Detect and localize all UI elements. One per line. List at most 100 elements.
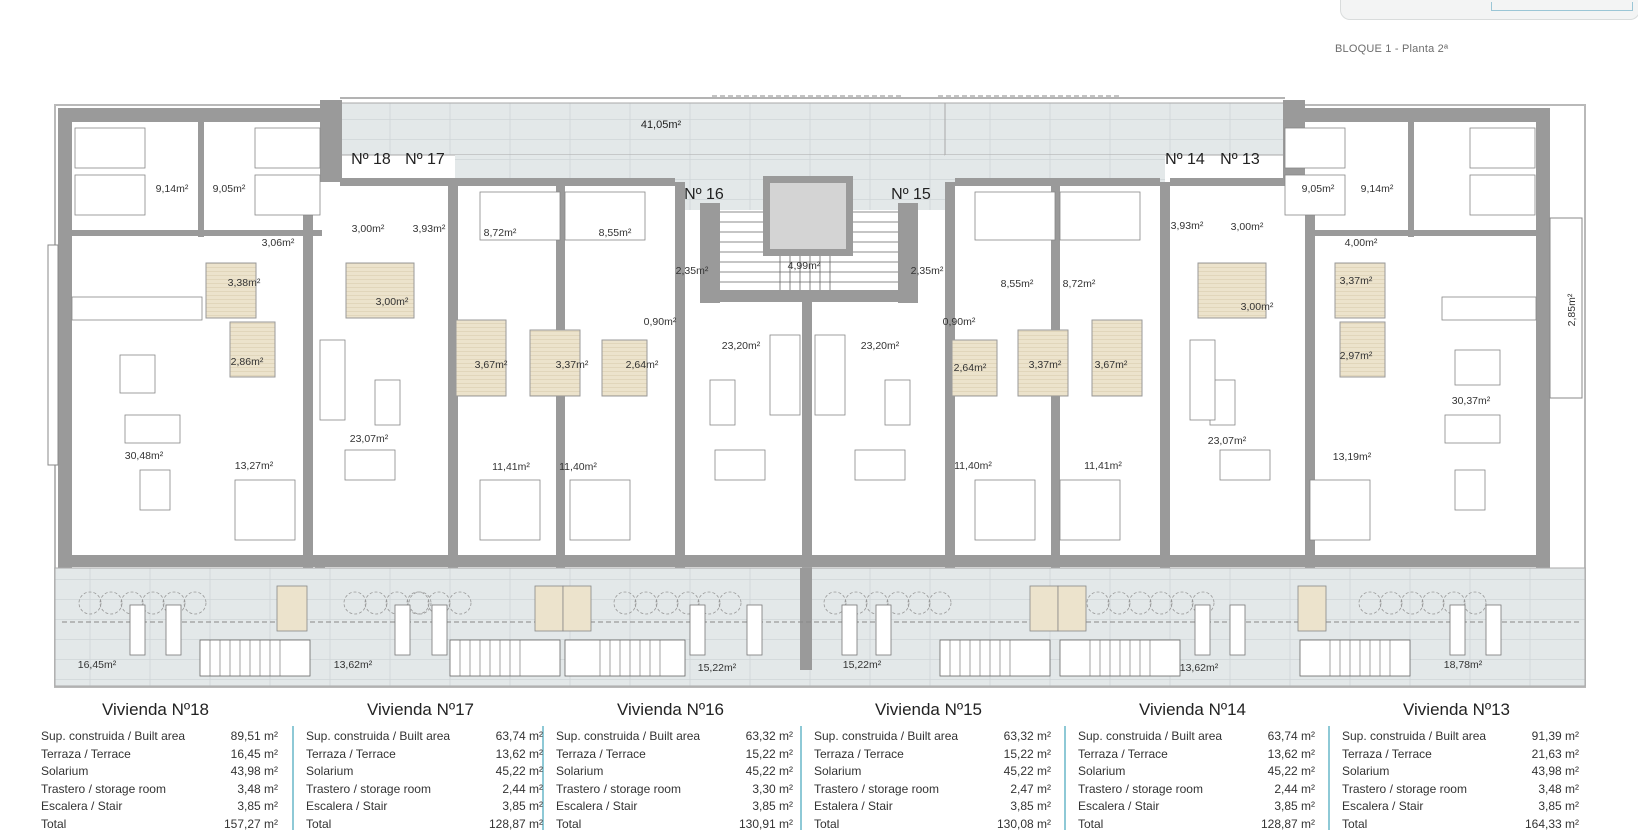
room-area: 3,37m²	[1028, 359, 1062, 371]
room-area: 9,05m²	[1301, 183, 1335, 195]
room-area: 13,27m²	[234, 460, 274, 472]
unit-summary-14: Vivienda Nº14 Sup. construida / Built ar…	[1070, 700, 1315, 833]
key-plan-outline	[1491, 2, 1633, 11]
room-area: 2,85m²	[1566, 293, 1578, 327]
room-area: 2,97m²	[1339, 350, 1373, 362]
column-divider	[542, 726, 544, 830]
room-area: 8,55m²	[1000, 278, 1034, 290]
room-area: 9,05m²	[212, 183, 246, 195]
room-area: 2,35m²	[910, 265, 944, 277]
floor-plan-drawing	[47, 95, 1586, 688]
room-area: 3,00m²	[375, 296, 409, 308]
room-area: 3,00m²	[1230, 221, 1264, 233]
unit-summary-16: Vivienda Nº16 Sup. construida / Built ar…	[548, 700, 793, 833]
room-area: 3,37m²	[555, 359, 589, 371]
entrance-label-13: Nº 13	[1220, 151, 1260, 168]
room-area: 8,72m²	[483, 227, 517, 239]
entrance-label-15: Nº 15	[891, 186, 931, 203]
unit-summary-13: Vivienda Nº13 Sup. construida / Built ar…	[1334, 700, 1579, 833]
room-area: 4,99m²	[787, 260, 821, 272]
room-area: 11,40m²	[559, 461, 597, 473]
unit-summary-18: Vivienda Nº18 Sup. construida / Built ar…	[33, 700, 278, 833]
unit-title: Vivienda Nº16	[616, 700, 725, 719]
room-area: 23,07m²	[349, 433, 389, 445]
room-area: 23,07m²	[1207, 435, 1247, 447]
room-area: 2,35m²	[675, 265, 709, 277]
room-area: 2,86m²	[230, 356, 264, 368]
room-area: 2,64m²	[953, 362, 987, 374]
unit-title: Vivienda Nº17	[366, 700, 475, 719]
column-divider	[292, 726, 294, 830]
room-area: 0,90m²	[643, 316, 677, 328]
upper-terrace-area: 41,05m²	[640, 119, 682, 131]
room-area: 3,67m²	[1094, 359, 1128, 371]
terrace-area: 16,45m²	[77, 659, 117, 671]
room-area: 3,06m²	[261, 237, 295, 249]
unit-title: Vivienda Nº15	[874, 700, 983, 719]
room-area: 23,20m²	[721, 340, 761, 352]
column-divider	[800, 726, 802, 830]
unit-summary-15: Vivienda Nº15 Sup. construida / Built ar…	[806, 700, 1051, 833]
room-area: 3,00m²	[351, 223, 385, 235]
entrance-label-17: Nº 17	[405, 151, 445, 168]
room-area: 11,41m²	[1084, 460, 1122, 472]
unit-title: Vivienda Nº14	[1138, 700, 1247, 719]
room-area: 9,14m²	[1360, 183, 1394, 195]
room-area: 3,00m²	[1240, 301, 1274, 313]
terrace-area: 18,78m²	[1443, 659, 1483, 671]
column-divider	[1328, 726, 1330, 830]
room-area: 30,37m²	[1451, 395, 1491, 407]
unit-title: Vivienda Nº18	[101, 700, 210, 719]
room-area: 8,72m²	[1062, 278, 1096, 290]
unit-summary-17: Vivienda Nº17 Sup. construida / Built ar…	[298, 700, 543, 833]
room-area: 3,93m²	[412, 223, 446, 235]
room-area: 30,48m²	[124, 450, 164, 462]
column-divider	[1064, 726, 1066, 830]
entrance-label-16: Nº 16	[684, 186, 724, 203]
terrace-area: 13,62m²	[333, 659, 373, 671]
entrance-label-18: Nº 18	[351, 151, 391, 168]
room-area: 3,67m²	[474, 359, 508, 371]
room-area: 23,20m²	[860, 340, 900, 352]
room-area: 3,37m²	[1339, 275, 1373, 287]
room-area: 2,64m²	[625, 359, 659, 371]
room-area: 3,93m²	[1170, 220, 1204, 232]
room-area: 11,40m²	[954, 460, 992, 472]
room-area: 3,38m²	[227, 277, 261, 289]
room-area: 13,19m²	[1332, 451, 1372, 463]
terrace-area: 13,62m²	[1179, 662, 1219, 674]
room-area: 9,14m²	[155, 183, 189, 195]
